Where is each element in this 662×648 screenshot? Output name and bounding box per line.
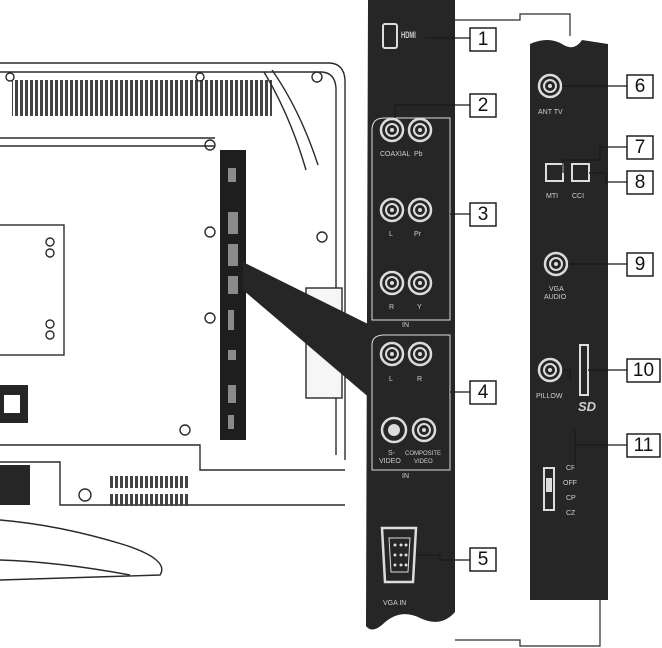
mti-label: MTI [546, 193, 558, 200]
tv-screw [6, 73, 14, 81]
s-video-label-2: VIDEO [379, 458, 401, 465]
tv-screw [46, 320, 54, 328]
composite-label-2: VIDEO [414, 459, 433, 465]
in-label-2: IN [402, 473, 409, 480]
svg-text:9: 9 [635, 254, 646, 275]
callout-9: 9 [627, 253, 653, 276]
tv-screw [205, 140, 215, 150]
callout-10: 10 [627, 359, 660, 382]
cci-label: CCI [572, 193, 584, 200]
av-l-label: L [389, 376, 393, 383]
coaxial-jack [381, 119, 403, 141]
tv-screw [79, 489, 91, 501]
svg-text:1: 1 [478, 29, 489, 50]
r-label: R [389, 304, 394, 311]
tv-screw [196, 73, 204, 81]
left-connector-panel: HDMI COAXIAL Pb L Pr R Y IN L R S- VIDEO… [366, 0, 455, 630]
pb-label: Pb [414, 151, 423, 158]
vga-in-label: VGA IN [383, 600, 406, 607]
callout-8: 8 [627, 171, 653, 194]
off-label: OFF [563, 480, 577, 487]
composite-video-jack [413, 419, 435, 441]
hdmi-label: HDMI [401, 30, 416, 41]
callout-11: 11 [627, 434, 660, 457]
callout-6: 6 [627, 75, 653, 98]
vga-audio-jack [545, 253, 567, 275]
vga-audio-label-1: VGA [549, 286, 564, 293]
svg-text:3: 3 [478, 204, 489, 225]
tv-screw [46, 331, 54, 339]
callout-5: 5 [470, 548, 496, 571]
callout-4: 4 [470, 381, 496, 404]
tv-screw [46, 238, 54, 246]
vga-in-port [382, 528, 416, 582]
ant-tv-label: ANT TV [538, 109, 563, 116]
l-label: L [389, 231, 393, 238]
tv-screw [312, 72, 322, 82]
tv-bottom-vent-2 [110, 494, 190, 506]
svg-text:5: 5 [478, 549, 489, 570]
av-l-jack [381, 343, 403, 365]
tv-screw [205, 313, 215, 323]
pb-jack [409, 119, 431, 141]
audio-l-jack [381, 199, 403, 221]
av-r-label: R [417, 376, 422, 383]
tv-top-vent [12, 80, 272, 116]
cp-label: CP [566, 495, 576, 502]
callout-3: 3 [470, 203, 496, 226]
cz-label: CZ [566, 510, 576, 517]
svg-text:2: 2 [478, 95, 489, 116]
callout-7: 7 [627, 136, 653, 159]
pillow-jack [539, 359, 561, 381]
av-r-jack [409, 343, 431, 365]
tv-stand-base-lower [0, 560, 130, 575]
in-label: IN [402, 322, 409, 329]
tv-screw [317, 232, 327, 242]
tv-bottom-vent [110, 476, 190, 488]
svg-text:6: 6 [635, 76, 646, 97]
right-connector-panel: ANT TV MTI CCI VGA AUDIO PILLOW SD CR OF… [530, 40, 608, 600]
svg-text:8: 8 [635, 172, 646, 193]
sd-logo: SD [578, 399, 597, 414]
callout-1: 1 [470, 28, 496, 51]
tv-screw [180, 425, 190, 435]
panel-link-line-bottom [455, 600, 600, 646]
tv-power-socket-inner [4, 395, 20, 413]
pillow-label: PILLOW [536, 393, 563, 400]
audio-r-jack [381, 272, 403, 294]
y-jack [409, 272, 431, 294]
pr-label: Pr [414, 231, 422, 238]
svg-text:4: 4 [478, 382, 489, 403]
pr-jack [409, 199, 431, 221]
tv-hump [272, 70, 318, 165]
svg-text:11: 11 [634, 435, 654, 456]
svg-text:10: 10 [633, 360, 654, 381]
tv-screw [205, 227, 215, 237]
vga-audio-label-2: AUDIO [544, 294, 567, 301]
ant-tv-jack [539, 75, 561, 97]
tv-bottom-edge [0, 445, 345, 470]
s-video-label-1: S- [388, 450, 396, 457]
tv-top-edge [0, 63, 345, 460]
tv-stand-base [0, 520, 162, 580]
callout-2: 2 [470, 94, 496, 117]
tv-top-edge-inner [0, 72, 336, 455]
y-label: Y [417, 304, 422, 311]
coaxial-label: COAXIAL [380, 151, 410, 158]
tv-bracket [0, 465, 30, 505]
tv-screw [46, 249, 54, 257]
composite-label-1: COMPOSITE [405, 451, 441, 457]
svg-text:7: 7 [635, 137, 646, 158]
